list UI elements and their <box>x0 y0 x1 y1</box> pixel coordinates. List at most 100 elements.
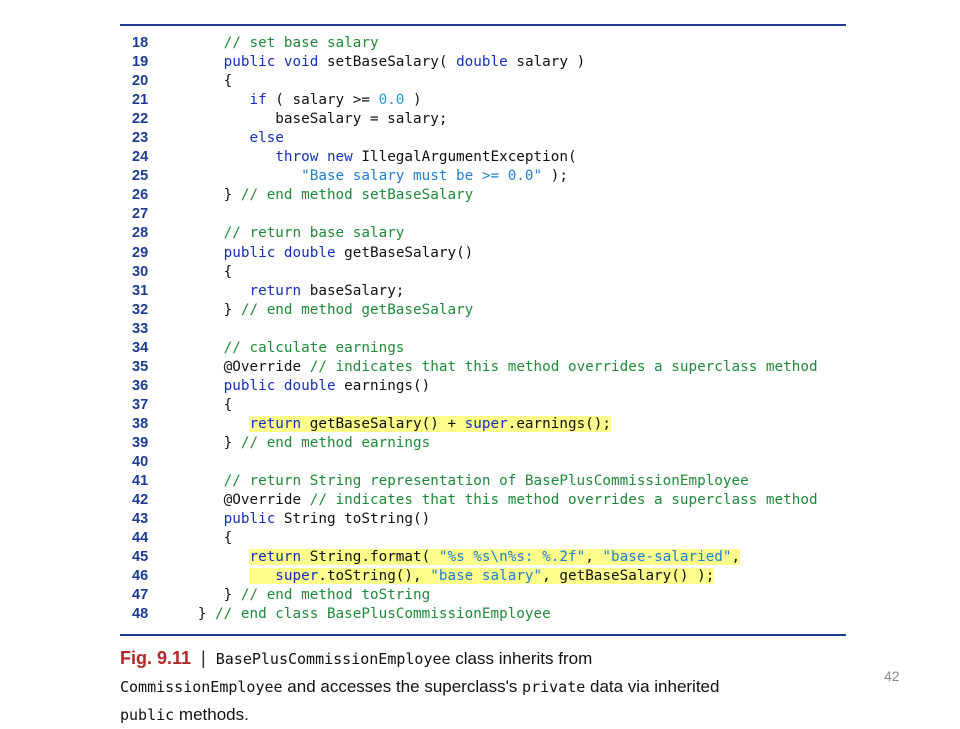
code-text: { <box>172 529 233 548</box>
code-text: "Base salary must be >= 0.0" ); <box>172 167 568 186</box>
line-number: 48 <box>132 606 149 623</box>
code-token: baseSalary = salary; <box>172 111 448 128</box>
line-number: 36 <box>132 377 149 394</box>
line-number: 43 <box>132 511 149 528</box>
code-line: 36 public double earnings() <box>120 377 846 396</box>
code-token: .earnings(); <box>507 415 612 432</box>
code-token: , <box>731 549 741 566</box>
code-token: { <box>172 530 233 547</box>
code-token <box>172 168 301 184</box>
code-token: ( salary >= <box>266 92 379 109</box>
code-line: 37 { <box>120 396 846 415</box>
code-token: "%s %s\n%s: %.2f" <box>438 549 586 566</box>
code-token: // end method setBaseSalary <box>240 187 474 204</box>
code-line: 45 return String.format( "%s %s\n%s: %.2… <box>120 548 846 567</box>
code-token <box>172 416 249 432</box>
code-token: ) <box>404 92 422 109</box>
code-token: "base-salaried" <box>602 549 732 566</box>
code-token: { <box>172 263 233 280</box>
code-token: , <box>585 549 603 566</box>
line-number: 33 <box>132 320 149 337</box>
code-text: } // end class BasePlusCommissionEmploye… <box>172 605 551 624</box>
code-token <box>172 35 224 51</box>
line-number: 44 <box>132 530 149 547</box>
line-number: 26 <box>132 187 149 204</box>
code-token: public <box>223 511 276 528</box>
code-token <box>172 473 224 489</box>
code-text: throw new IllegalArgumentException( <box>172 148 577 167</box>
code-token <box>249 568 276 585</box>
line-number: 34 <box>132 339 149 356</box>
code-text: public double getBaseSalary() <box>172 244 474 263</box>
code-text: } // end method getBaseSalary <box>172 301 474 320</box>
code-token: // set base salary <box>223 35 379 51</box>
code-token: @Override <box>172 358 310 375</box>
page-number: 42 <box>884 668 900 684</box>
code-token: public double <box>223 244 336 261</box>
code-token: // calculate earnings <box>223 339 405 356</box>
code-token: IllegalArgumentException( <box>352 149 577 166</box>
code-token: return <box>249 415 302 432</box>
code-token: return <box>249 549 302 566</box>
code-token: if <box>249 92 267 109</box>
code-token: String toString() <box>275 511 431 528</box>
code-line: 46 super.toString(), "base salary", getB… <box>120 567 846 586</box>
code-text: { <box>172 72 233 91</box>
code-line: 24 throw new IllegalArgumentException( <box>120 148 846 167</box>
code-token: // return String representation of BaseP… <box>223 473 749 490</box>
code-token: // end method earnings <box>240 434 431 451</box>
code-text: // set base salary <box>172 34 379 53</box>
code-token: salary ) <box>507 54 586 71</box>
code-token: String.format( <box>301 549 439 566</box>
code-token: getBaseSalary() + <box>301 415 465 432</box>
code-token: double <box>456 54 508 71</box>
code-token <box>172 54 224 70</box>
code-token: super <box>464 415 508 432</box>
code-text: baseSalary = salary; <box>172 110 447 129</box>
code-token: getBaseSalary() <box>335 244 474 261</box>
line-number: 21 <box>132 92 149 109</box>
code-line: 35 @Override // indicates that this meth… <box>120 358 846 377</box>
code-text: } // end method earnings <box>172 434 431 453</box>
code-text: @Override // indicates that this method … <box>172 358 818 377</box>
code-token: // return base salary <box>223 225 405 242</box>
code-token: { <box>172 396 233 413</box>
line-number: 46 <box>132 568 149 585</box>
code-line: 43 public String toString() <box>120 510 846 529</box>
caption-text-3: data via inherited <box>585 677 720 696</box>
code-line: 21 if ( salary >= 0.0 ) <box>120 91 846 110</box>
line-number: 39 <box>132 434 149 451</box>
code-line: 31 return baseSalary; <box>120 282 846 301</box>
caption-superclass-name: CommissionEmployee <box>120 678 283 696</box>
figure-caption: Fig. 9.11|BasePlusCommissionEmployee cla… <box>120 645 770 729</box>
code-line: 40 <box>120 453 846 472</box>
code-text: else <box>172 129 284 148</box>
code-text: // calculate earnings <box>172 339 405 358</box>
caption-public-keyword: public <box>120 706 175 724</box>
code-token <box>172 283 249 299</box>
code-token: ); <box>542 168 568 185</box>
line-number: 22 <box>132 111 149 128</box>
code-token <box>172 511 224 527</box>
code-text: return String.format( "%s %s\n%s: %.2f",… <box>172 548 741 567</box>
code-token: earnings() <box>335 377 431 394</box>
line-number: 23 <box>132 130 149 147</box>
bottom-rule <box>120 634 846 636</box>
code-token: else <box>249 130 284 147</box>
line-number: 40 <box>132 454 149 471</box>
code-token: } <box>172 187 241 204</box>
line-number: 45 <box>132 549 149 566</box>
code-token: "base salary" <box>430 568 543 585</box>
code-line: 38 return getBaseSalary() + super.earnin… <box>120 415 846 434</box>
code-text: if ( salary >= 0.0 ) <box>172 91 422 110</box>
code-line: 34 // calculate earnings <box>120 339 846 358</box>
caption-text-1: class inherits from <box>450 649 593 668</box>
code-token: "Base salary must be >= 0.0" <box>301 168 543 185</box>
code-token: super <box>275 568 319 585</box>
code-text: super.toString(), "base salary", getBase… <box>172 567 715 586</box>
code-line: 39 } // end method earnings <box>120 434 846 453</box>
code-token: return <box>249 282 302 299</box>
code-line: 18 // set base salary <box>120 34 846 53</box>
line-number: 20 <box>132 73 149 90</box>
code-line: 28 // return base salary <box>120 224 846 243</box>
